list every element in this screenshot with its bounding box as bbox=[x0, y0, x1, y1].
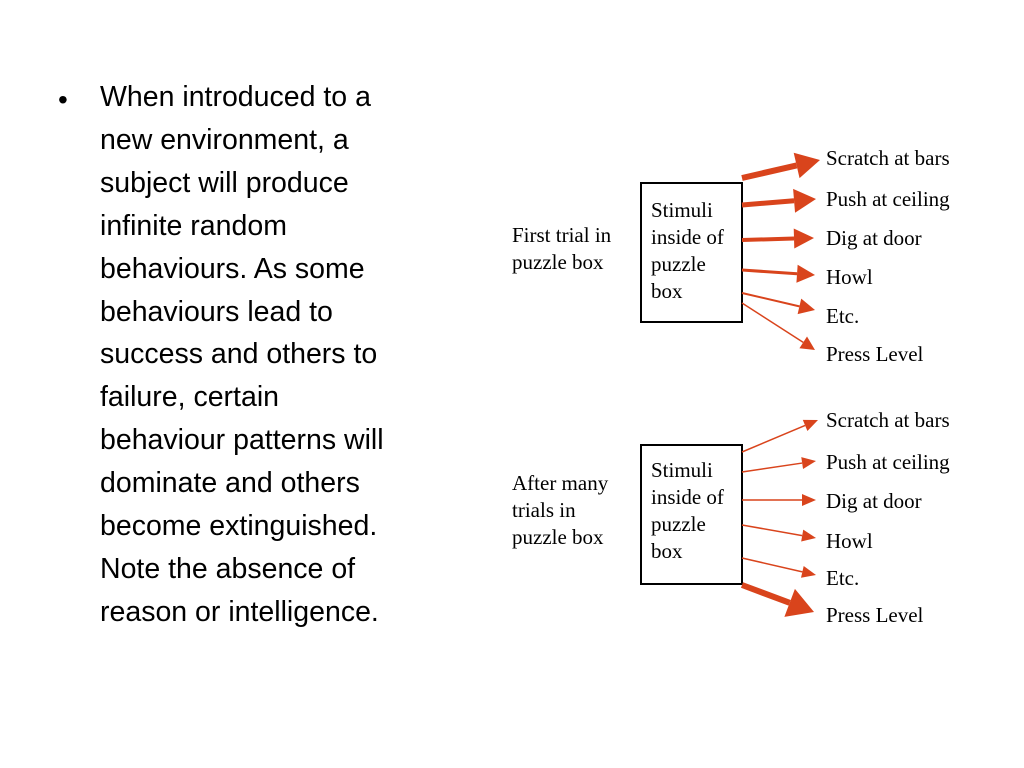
first-behaviour-dig: Dig at door bbox=[826, 226, 922, 250]
after-behaviour-scratch: Scratch at bars bbox=[826, 408, 950, 432]
after-etc-arrow-shaft bbox=[741, 557, 803, 573]
after-trials-box-line-3: puzzle bbox=[651, 512, 706, 536]
after-scratch-arrow-shaft bbox=[741, 424, 806, 453]
after-trials-box-line-1: Stimuli bbox=[651, 458, 713, 482]
first-press-arrow-head bbox=[799, 336, 815, 350]
first-howl-arrow-head bbox=[796, 264, 815, 283]
after-behaviour-howl: Howl bbox=[826, 529, 873, 553]
first-behaviour-press: Press Level bbox=[826, 342, 924, 366]
after-behaviour-dig: Dig at door bbox=[826, 489, 922, 513]
after-trials-label-line-3: puzzle box bbox=[512, 525, 604, 549]
after-trials-panel: After many trials in puzzle box Stimuli … bbox=[512, 408, 950, 627]
after-trials-box-line-2: inside of bbox=[651, 485, 724, 509]
first-behaviour-howl: Howl bbox=[826, 265, 873, 289]
first-behaviour-scratch: Scratch at bars bbox=[826, 146, 950, 170]
first-etc-arrow-head bbox=[797, 298, 815, 315]
first-trial-label-line-2: puzzle box bbox=[512, 250, 604, 274]
first-push-arrow-shaft bbox=[741, 198, 795, 208]
first-trial-panel: First trial in puzzle box Stimuli inside… bbox=[512, 146, 950, 366]
after-trials-stimuli-box bbox=[640, 444, 743, 585]
first-trial-box-line-1: Stimuli bbox=[651, 198, 713, 222]
first-howl-arrow-shaft bbox=[741, 268, 798, 276]
after-dig-arrow-head bbox=[802, 494, 816, 506]
after-howl-arrow-head bbox=[801, 529, 816, 542]
first-dig-arrow-shaft bbox=[741, 236, 795, 242]
after-howl-arrow-shaft bbox=[741, 524, 803, 537]
first-scratch-arrow-head bbox=[793, 152, 820, 179]
bullet-point: • bbox=[58, 84, 68, 115]
after-press-arrow-head bbox=[784, 588, 814, 617]
first-scratch-arrow-shaft bbox=[741, 162, 798, 181]
after-behaviour-press: Press Level bbox=[826, 603, 924, 627]
first-trial-stimuli-box bbox=[640, 182, 743, 323]
first-trial-label-line-1: First trial in bbox=[512, 223, 612, 247]
first-press-arrow-shaft bbox=[741, 302, 804, 344]
after-press-arrow-shaft bbox=[740, 582, 791, 606]
bullet-text: When introduced to a new environment, a … bbox=[100, 81, 384, 628]
first-trial-box-line-3: puzzle bbox=[651, 252, 706, 276]
first-push-arrow-head bbox=[793, 188, 816, 213]
bullet-item: • When introduced to a new environment, … bbox=[58, 76, 478, 634]
first-etc-arrow-shaft bbox=[741, 292, 800, 308]
first-behaviour-etc: Etc. bbox=[826, 304, 859, 328]
first-trial-arrows bbox=[741, 152, 820, 350]
after-push-arrow-shaft bbox=[741, 462, 803, 473]
after-trials-arrows bbox=[740, 419, 818, 617]
after-behaviour-push: Push at ceiling bbox=[826, 450, 950, 474]
first-dig-arrow-head bbox=[793, 228, 814, 249]
after-trials-label-line-1: After many bbox=[512, 471, 609, 495]
after-push-arrow-head bbox=[801, 457, 816, 469]
after-trials-label-line-2: trials in bbox=[512, 498, 576, 522]
first-trial-box-line-4: box bbox=[651, 279, 683, 303]
first-trial-box-line-2: inside of bbox=[651, 225, 724, 249]
after-etc-arrow-head bbox=[801, 566, 816, 578]
first-behaviour-push: Push at ceiling bbox=[826, 187, 950, 211]
after-trials-box-line-4: box bbox=[651, 539, 683, 563]
after-scratch-arrow-head bbox=[802, 419, 818, 431]
after-behaviour-etc: Etc. bbox=[826, 566, 859, 590]
